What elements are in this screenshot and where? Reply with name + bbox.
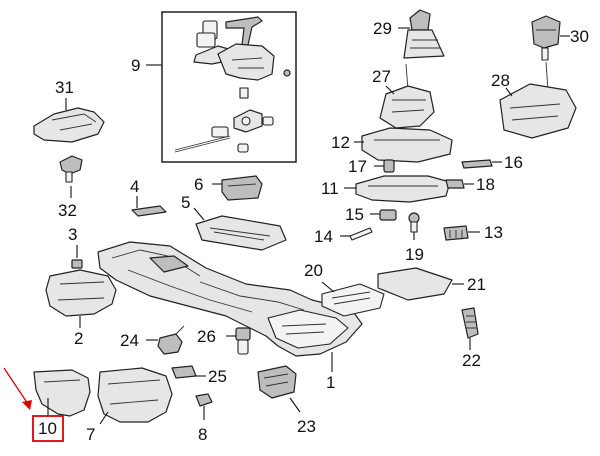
callout-10: 10 <box>38 419 57 438</box>
console-lid-part <box>33 107 105 143</box>
leader-23 <box>289 397 301 413</box>
tray-part <box>195 215 287 251</box>
callout-28: 28 <box>491 71 510 90</box>
plug-part <box>235 327 251 355</box>
callout-2: 2 <box>74 329 83 348</box>
callout-19: 19 <box>405 245 424 264</box>
highlight-arrow <box>3 367 29 405</box>
clip-25-part <box>171 365 197 379</box>
shifter-assembly-frame <box>161 11 297 163</box>
switch-part <box>221 175 263 201</box>
callout-4: 4 <box>130 177 139 196</box>
callout-26: 26 <box>197 327 216 346</box>
callout-17: 17 <box>348 157 367 176</box>
callout-22: 22 <box>462 351 481 370</box>
armrest-part <box>361 127 453 163</box>
callout-20: 20 <box>304 261 323 280</box>
armrest-base-part <box>355 175 451 203</box>
leader-20 <box>321 281 335 293</box>
bracket-24-part <box>157 325 185 355</box>
callout-3: 3 <box>68 225 77 244</box>
shift-knob-part <box>531 15 561 61</box>
callout-32: 32 <box>58 201 77 220</box>
leader-5 <box>193 207 205 221</box>
callout-24: 24 <box>120 331 139 350</box>
bracket-part <box>131 205 167 217</box>
callout-29: 29 <box>373 19 392 38</box>
lower-panel-left-part <box>33 369 91 417</box>
side-panel-part <box>45 269 117 317</box>
callout-23: 23 <box>297 417 316 436</box>
callout-1: 1 <box>326 373 335 392</box>
hinge-part <box>461 159 493 169</box>
callout-11: 11 <box>321 179 339 198</box>
clip-part <box>71 259 83 269</box>
callout-31: 31 <box>55 78 74 97</box>
console-body-part <box>97 241 363 357</box>
leader-7 <box>99 411 109 425</box>
callout-27: 27 <box>372 67 391 86</box>
shifter-assembly-part <box>499 61 577 139</box>
knob-part <box>59 155 83 183</box>
bin-part <box>321 283 385 317</box>
callout-12: 12 <box>331 133 350 152</box>
shifter-base-part <box>379 63 435 129</box>
shifter-mechanism-part <box>174 16 291 153</box>
clip-17-part <box>383 159 395 173</box>
callout-15: 15 <box>345 205 364 224</box>
callout-14: 14 <box>314 227 333 246</box>
callout-9: 9 <box>131 56 140 75</box>
screw-15-part <box>379 209 397 221</box>
callout-13: 13 <box>484 223 503 242</box>
leader-28 <box>505 87 513 97</box>
module-part <box>257 365 297 399</box>
fastener-8-part <box>195 393 213 407</box>
callout-25: 25 <box>208 367 227 386</box>
leader-27 <box>385 85 395 95</box>
shift-boot-part <box>403 9 445 59</box>
lower-panel-right-part <box>97 367 173 423</box>
callout-30: 30 <box>570 27 589 46</box>
callout-16: 16 <box>504 153 523 172</box>
callout-6: 6 <box>194 175 203 194</box>
callout-8: 8 <box>198 425 207 444</box>
latch-part <box>445 179 465 189</box>
connector-part <box>443 225 469 241</box>
callout-5: 5 <box>181 193 190 212</box>
vent-part <box>461 307 479 339</box>
callout-18: 18 <box>476 175 495 194</box>
highlight-box <box>32 415 64 442</box>
highlight-arrow-head <box>22 400 32 410</box>
callout-21: 21 <box>467 275 486 294</box>
callout-7: 7 <box>86 425 95 444</box>
pin-part <box>349 227 373 241</box>
mat-part <box>377 267 453 301</box>
bolt-part <box>408 212 420 233</box>
